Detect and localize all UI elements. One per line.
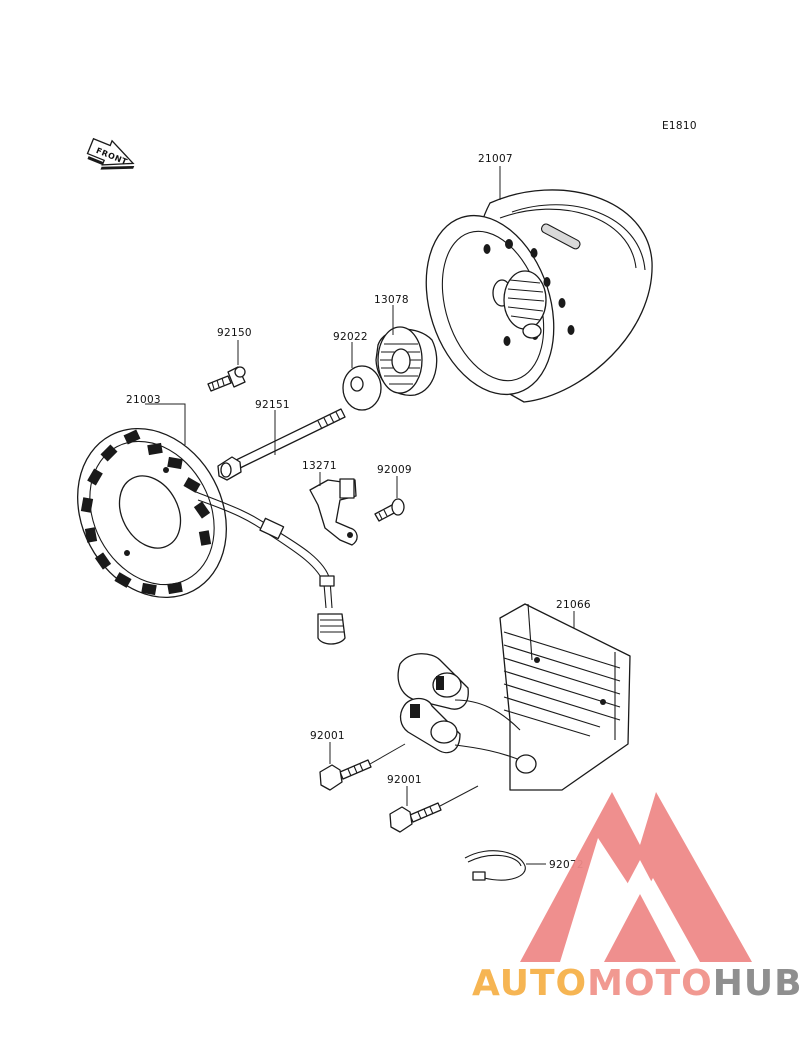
watermark-logo: AUTOMOTOHUB [472,792,800,1004]
part-label-92009: 92009 [377,464,412,476]
part-label-21003: 21003 [126,394,161,406]
washer [342,365,382,411]
band-clamp [464,850,526,881]
diagram-ref-code: E1810 [662,120,697,132]
small-bolt-92150 [207,366,246,392]
part-label-21066: 21066 [556,599,591,611]
watermark-brand-part1: AUTO [472,963,587,1004]
part-label-92150: 92150 [217,327,252,339]
flywheel-rotor [425,189,653,403]
part-label-92022: 92022 [333,331,368,343]
bolt-92001-lower [389,802,442,833]
part-label-13271: 13271 [302,460,337,472]
stator-coil [77,427,346,645]
watermark-brand-part3: HUB [713,963,800,1004]
pickup-bracket [309,478,358,546]
starter-clutch-gear [375,326,438,396]
part-label-13078: 13078 [374,294,409,306]
watermark-brand-text: AUTOMOTOHUB [472,963,800,1004]
watermark-brand-part2: MOTO [587,963,713,1004]
part-label-92151: 92151 [255,399,290,411]
long-bolt-92151 [217,408,346,481]
part-label-92001-lower: 92001 [387,774,422,786]
part-label-21007: 21007 [478,153,513,165]
part-label-92001-upper: 92001 [310,730,345,742]
screw-92009 [374,498,405,522]
regulator-rectifier [397,603,631,791]
bolt-92001-upper [319,759,372,791]
leader-lines [145,166,575,865]
front-arrow-icon: FRONT [86,137,135,170]
